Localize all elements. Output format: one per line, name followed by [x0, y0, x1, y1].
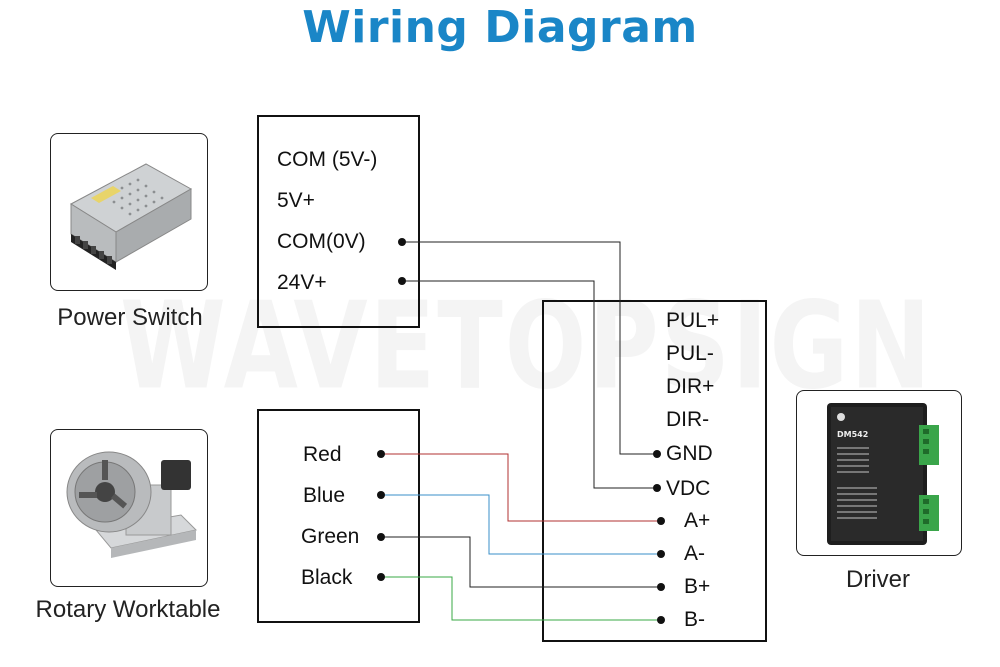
- driver-terminal-a-plus: A+: [684, 509, 711, 532]
- wire-blue-to-a-minus: [381, 494, 661, 555]
- wire-label-black: Black: [301, 566, 353, 589]
- page-title: Wiring Diagram: [302, 2, 698, 53]
- wire-label-blue: Blue: [303, 484, 346, 507]
- power-terminal-com-0v: COM(0V): [277, 230, 366, 253]
- dot-b-plus: [657, 583, 665, 591]
- dot-red: [377, 450, 385, 458]
- motor-wire-box: [257, 409, 420, 623]
- driver-model: DM542: [837, 430, 868, 439]
- rotary-worktable-photo: [50, 429, 208, 587]
- wire-com0v-to-gnd: [402, 241, 657, 455]
- dot-blue: [377, 491, 385, 499]
- wire-black-to-b-minus: [381, 576, 661, 621]
- driver-photo: DM542: [796, 390, 962, 556]
- rotary-chuck-icon: [66, 451, 198, 558]
- dot-vdc: [653, 484, 661, 492]
- power-supply-photo: [50, 133, 208, 291]
- dot-gnd: [653, 450, 661, 458]
- driver-terminal-b-minus: B-: [684, 608, 705, 631]
- driver-terminal-b-plus: B+: [684, 575, 711, 598]
- power-supply-icon: [70, 163, 193, 270]
- dot-com0v: [398, 238, 406, 246]
- dot-a-plus: [657, 517, 665, 525]
- driver-terminal-box: [542, 300, 767, 642]
- power-terminal-5v: 5V+: [277, 189, 315, 212]
- power-terminal-box: [257, 115, 420, 328]
- wire-label-green: Green: [301, 525, 360, 548]
- power-terminal-com-5v: COM (5V-): [277, 148, 378, 171]
- dot-a-minus: [657, 550, 665, 558]
- dot-24v: [398, 277, 406, 285]
- driver-terminal-gnd: GND: [666, 442, 713, 465]
- stepper-driver-icon: DM542: [827, 403, 939, 545]
- rotary-worktable-caption: Rotary Worktable: [35, 596, 221, 623]
- driver-terminal-dir-plus: DIR+: [666, 375, 715, 398]
- driver-terminal-vdc: VDC: [666, 477, 711, 500]
- driver-terminal-dir-minus: DIR-: [666, 408, 710, 431]
- power-switch-caption: Power Switch: [57, 304, 203, 331]
- dot-black: [377, 573, 385, 581]
- driver-terminal-pul-plus: PUL+: [666, 309, 720, 332]
- power-terminal-24v: 24V+: [277, 271, 327, 294]
- driver-terminal-pul-minus: PUL-: [666, 342, 714, 365]
- wire-red-to-a-plus: [381, 453, 661, 522]
- wire-24v-to-vdc: [402, 280, 657, 489]
- driver-caption: Driver: [846, 566, 910, 593]
- wire-green-to-b-plus: [381, 536, 661, 588]
- wire-label-red: Red: [303, 443, 342, 466]
- dot-green: [377, 533, 385, 541]
- watermark: WAVETOPSIGN: [120, 276, 933, 416]
- driver-terminal-a-minus: A-: [684, 542, 705, 565]
- dot-b-minus: [657, 616, 665, 624]
